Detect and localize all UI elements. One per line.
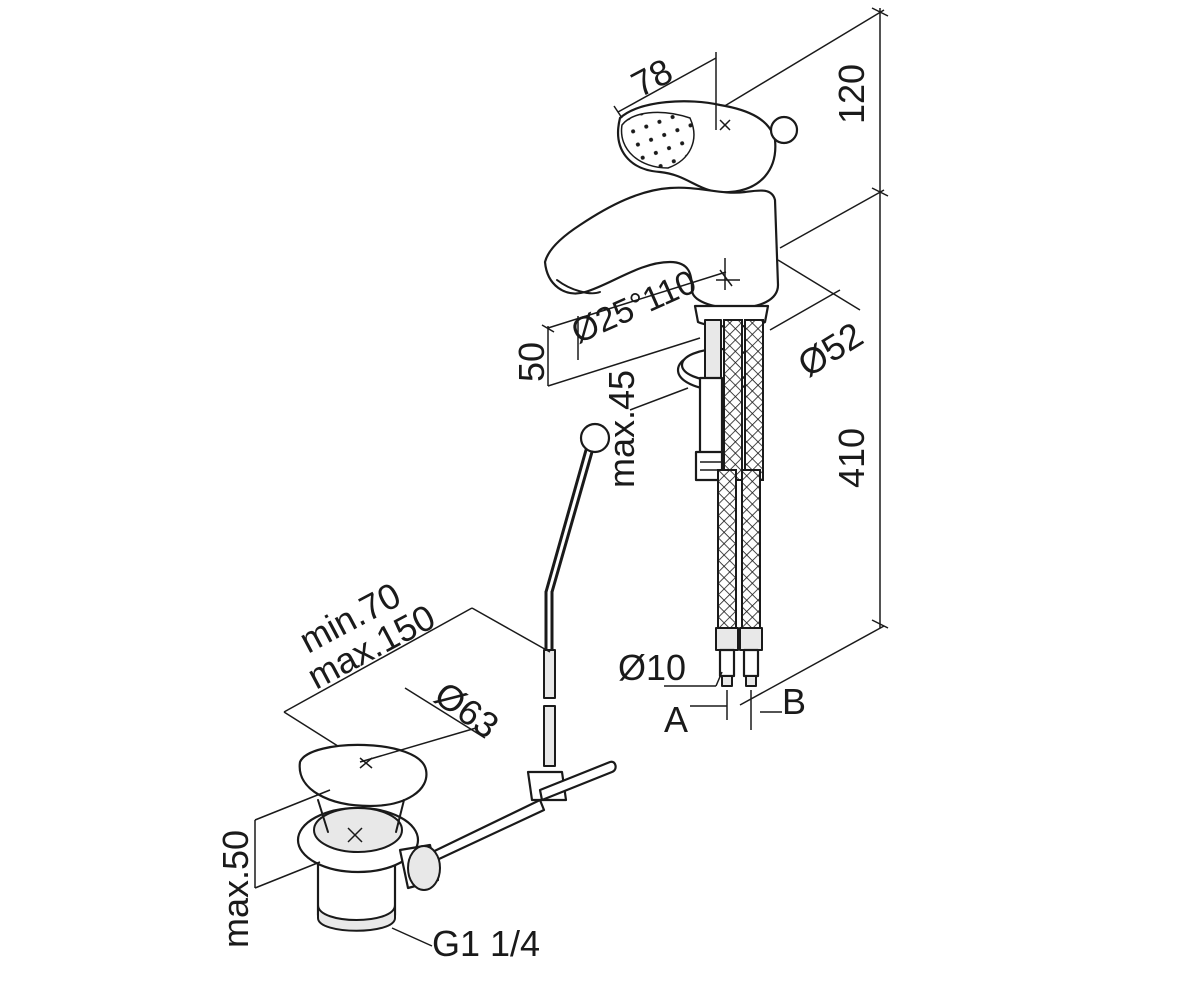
label-height-total: 120 xyxy=(831,64,872,124)
connection-leaders xyxy=(664,671,782,730)
label-hose-length: 410 xyxy=(831,428,872,488)
label-connection-b: B xyxy=(782,681,806,722)
braided-hoses xyxy=(715,319,764,687)
spout-dimensions xyxy=(541,259,861,411)
vertical-dimension-lines xyxy=(717,7,889,706)
handle-grip-dots xyxy=(620,111,695,169)
faucet-handle xyxy=(613,52,799,194)
label-handle-width: 78 xyxy=(625,50,680,105)
label-plug-diameter: Ø63 xyxy=(427,673,506,746)
label-base-height: 50 xyxy=(511,342,552,382)
label-connection-a: A xyxy=(664,699,688,740)
label-drain-thread: G1 1/4 xyxy=(432,923,540,964)
label-drain-height: max.50 xyxy=(215,830,256,948)
label-deck-thickness: max.45 xyxy=(601,370,642,488)
label-base-diameter: Ø52 xyxy=(791,314,870,385)
drain-assembly xyxy=(254,687,486,947)
label-pipe-diameter: Ø10 xyxy=(618,647,686,688)
popup-rod xyxy=(418,422,617,868)
